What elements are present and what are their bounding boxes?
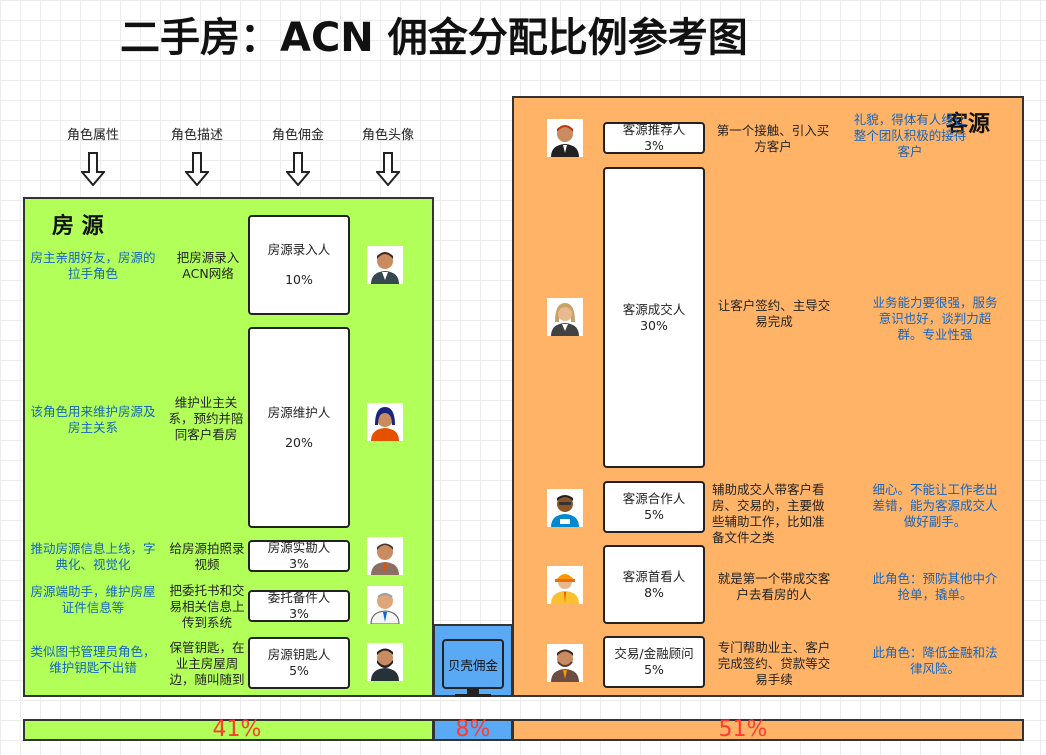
agent-avatar-icon <box>547 644 583 682</box>
role-box: 房源录入人 10% <box>248 215 350 315</box>
role-percentage: 20% <box>285 434 313 450</box>
role-box: 客源合作人 5% <box>603 481 705 533</box>
role-attribute: 业务能力要很强，服务意识也好，谈判力超群。专业性强 <box>872 295 998 342</box>
role-box: 客源成交人 30% <box>603 167 705 468</box>
summary-bar-platform-label: 8% <box>455 717 491 742</box>
role-description: 辅助成交人带客户看房、交易的，主要做些辅助工作，比如准备文件之类 <box>712 482 825 545</box>
role-box: 委托备件人 3% <box>248 590 350 622</box>
agent-avatar-icon <box>547 489 583 527</box>
summary-bar-listing-label: 41% <box>212 717 262 742</box>
agent-avatar-icon <box>367 246 403 284</box>
role-percentage: 3% <box>289 556 309 571</box>
column-header-role-avatar: 角色头像 <box>361 128 414 143</box>
role-percentage: 8% <box>644 584 664 600</box>
monitor-base <box>455 694 491 697</box>
platform-commission-label: 贝壳佣金 <box>442 639 504 689</box>
role-attribute: 此角色：预防其他中介抢单，撬单。 <box>872 571 998 602</box>
role-name: 房源实勘人 <box>267 540 331 555</box>
role-description: 把房源录入ACN网络 <box>176 250 240 281</box>
summary-bar-client-label: 51% <box>718 717 768 742</box>
page-title: 二手房：ACN 佣金分配比例参考图 <box>120 15 748 61</box>
role-description: 给房源拍照录视频 <box>169 541 245 572</box>
client-side-panel <box>512 96 1024 697</box>
client-side-title: 客源 <box>946 112 991 137</box>
role-name: 客源成交人 <box>622 301 686 317</box>
role-name: 客源首看人 <box>622 568 686 584</box>
role-description: 保管钥匙，在业主房屋周边，随叫随到 <box>169 640 245 687</box>
role-name: 客源合作人 <box>622 491 686 506</box>
role-percentage: 5% <box>644 662 664 677</box>
role-box: 客源首看人 8% <box>603 545 705 624</box>
column-header-role-commission: 角色佣金 <box>271 128 324 143</box>
agent-avatar-icon <box>547 119 583 157</box>
role-description: 让客户签约、主导交易完成 <box>717 298 831 329</box>
role-box: 房源实勘人 3% <box>248 540 350 572</box>
column-header-role-attribute: 角色属性 <box>66 128 119 143</box>
role-name: 委托备件人 <box>267 590 331 605</box>
platform-panel <box>433 624 513 697</box>
role-attribute: 此角色：降低金融和法律风险。 <box>872 645 998 676</box>
role-attribute: 推动房源信息上线，字典化、视觉化 <box>30 541 156 572</box>
agent-avatar-icon <box>547 566 583 604</box>
role-name: 交易/金融顾问 <box>614 646 694 661</box>
down-arrow-icon <box>185 152 209 186</box>
role-percentage: 30% <box>640 317 668 333</box>
agent-avatar-icon <box>367 537 403 575</box>
role-name: 客源推荐人 <box>622 122 686 137</box>
column-header-role-description: 角色描述 <box>170 128 223 143</box>
summary-bar-client-segment <box>512 719 1024 741</box>
role-percentage: 5% <box>644 507 664 522</box>
agent-avatar-icon <box>367 643 403 681</box>
agent-avatar-icon <box>547 298 583 336</box>
role-attribute: 细心。不能让工作老出差错，能为客源成交人做好副手。 <box>872 482 998 529</box>
role-box: 客源推荐人 3% <box>603 122 705 154</box>
role-attribute: 类似图书管理员角色，维护钥匙不出错 <box>30 644 156 675</box>
monitor-stand <box>467 689 479 695</box>
role-name: 房源维护人 <box>267 404 331 420</box>
role-description: 把委托书和交易相关信息上传到系统 <box>169 583 245 630</box>
role-percentage: 3% <box>644 138 664 153</box>
down-arrow-icon <box>286 152 310 186</box>
role-box: 房源维护人 20% <box>248 327 350 528</box>
role-description: 第一个接触、引入买方客户 <box>716 123 830 154</box>
role-attribute: 该角色用来维护房源及房主关系 <box>30 404 156 435</box>
role-name: 房源钥匙人 <box>267 647 331 662</box>
listing-side-panel <box>23 197 434 697</box>
agent-avatar-icon <box>367 403 403 441</box>
role-box: 房源钥匙人 5% <box>248 637 350 689</box>
listing-side-title: 房 源 <box>52 214 104 239</box>
role-percentage: 3% <box>289 606 309 621</box>
role-description: 专门帮助业主、客户完成签约、贷款等交易手续 <box>717 640 831 687</box>
role-percentage: 5% <box>289 663 309 678</box>
role-box: 交易/金融顾问 5% <box>603 636 705 688</box>
role-attribute: 礼貌，得体有人缘让整个团队积极的接待客户 <box>853 112 967 159</box>
role-attribute: 房主亲朋好友，房源的拉手角色 <box>30 250 156 281</box>
role-name: 房源录入人 <box>267 242 331 257</box>
agent-avatar-icon <box>367 586 403 624</box>
role-description: 维护业主关系，预约并陪同客户看房 <box>168 395 244 442</box>
role-attribute: 房源端助手，维护房屋证件信息等 <box>30 584 156 615</box>
down-arrow-icon <box>376 152 400 186</box>
role-percentage: 10% <box>285 272 313 287</box>
role-description: 就是第一个带成交客户去看房的人 <box>717 571 831 602</box>
down-arrow-icon <box>81 152 105 186</box>
